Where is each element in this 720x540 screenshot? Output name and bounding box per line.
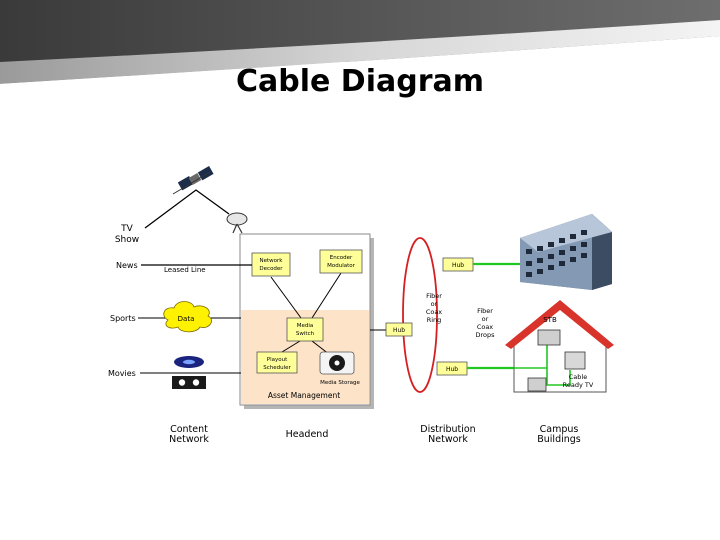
hub-top-label: Hub [452,262,464,269]
cable-ready-tv-label-1: Cable [569,373,587,381]
content-network-label-2: Network [169,434,209,445]
data-cloud-label: Data [178,315,195,323]
campus-buildings-label-1: Campus [540,424,579,435]
media-switch-box [286,317,324,342]
cable-ready-tv-label-2: Ready TV [563,381,594,389]
news-label: News [116,261,138,270]
hub-middle-label: Hub [393,327,405,334]
fiber-ring-label-4: Ring [427,316,442,324]
encoder-modulator-label-1: Encoder [330,255,353,261]
slide-title: Cable Diagram [235,64,484,99]
playout-scheduler-box [256,351,298,374]
encoder-to-switch-link [311,272,342,319]
fiber-coax-ring [402,237,438,393]
network-decoder-box [251,252,291,277]
sports-label: Sports [110,314,136,323]
campus-buildings-label-2: Buildings [537,434,581,445]
data-cloud-icon [163,301,212,333]
tv-top-icon [537,329,561,346]
videotape-icon [172,376,206,389]
asset-management-label: Asset Management [268,391,340,400]
tv-bottom-icon [527,377,547,392]
house-internal-wiring [514,343,571,386]
playout-scheduler-label-1: Playout [267,357,288,363]
media-switch-label-1: Media [297,323,314,329]
encoder-modulator-box [319,249,363,274]
fiber-ring-label-3: Coax [426,308,442,316]
leased-line-label: Leased Line [164,266,206,274]
movies-label: Movies [108,369,136,378]
video-disc-icon [174,356,204,368]
media-storage-icon [319,351,355,375]
tv-show-label-1: TV [120,224,133,234]
hub-bottom-label: Hub [446,366,458,373]
fiber-drops-label-3: Coax [477,323,493,331]
hub-middle-box [385,322,413,337]
media-switch-label-2: Switch [296,331,315,337]
slide-banner [0,0,720,95]
switch-to-playout-link [281,340,301,353]
tv-right-icon [564,351,586,370]
satellite-dish-icon [226,212,248,234]
stb-label: STB [543,316,557,324]
office-building-icon [520,214,612,290]
campus-house-icon [505,300,614,393]
encoder-modulator-label-2: Modulator [327,263,356,269]
fiber-drops-label-1: Fiber [477,307,493,315]
satellite-icon [172,166,214,195]
network-decoder-label-1: Network [260,258,284,264]
network-decoder-label-2: Decoder [259,266,283,272]
satellite-uplink [144,189,230,229]
decoder-to-switch-link [270,276,302,319]
tv-show-label-2: Show [115,235,139,245]
headend-column-label: Headend [286,429,329,440]
fiber-drops-label-2: or [482,315,489,323]
fiber-drops-label-4: Drops [475,331,495,339]
fiber-ring-label-2: or [431,300,438,308]
content-network-label-1: Content [170,424,208,435]
distribution-network-label-1: Distribution [420,424,475,435]
fiber-ring-label-1: Fiber [426,292,442,300]
distribution-network-label-2: Network [428,434,468,445]
playout-scheduler-label-2: Scheduler [263,365,291,371]
media-storage-label: Media Storage [320,380,360,386]
